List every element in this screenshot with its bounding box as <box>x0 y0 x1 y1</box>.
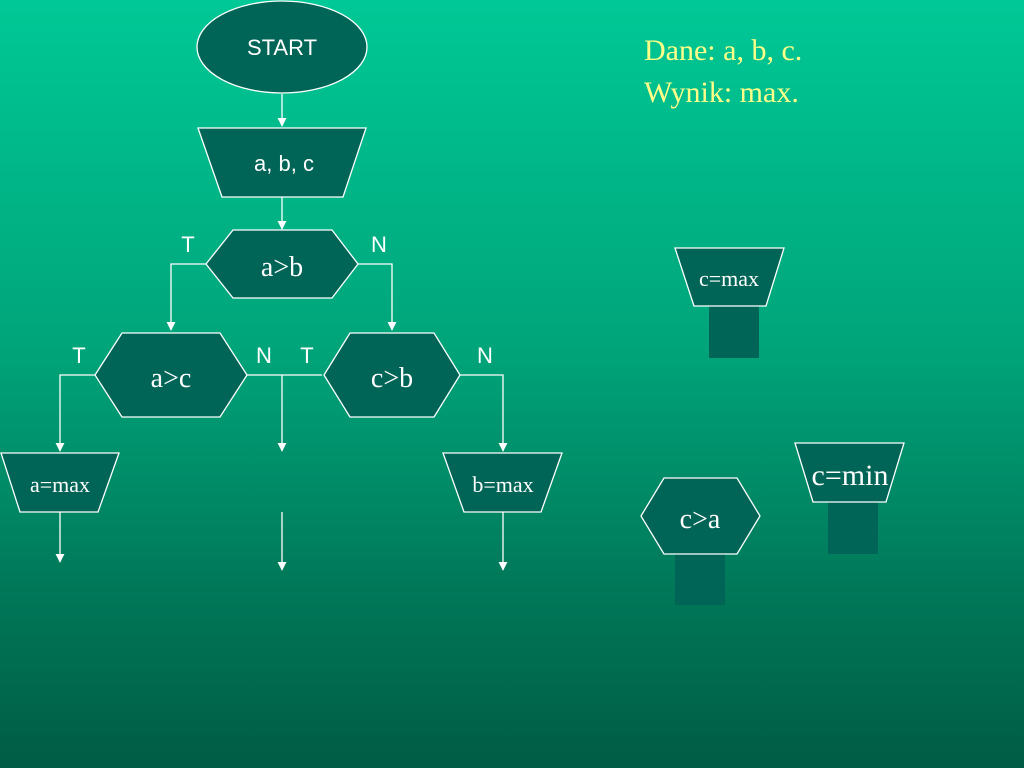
branch-label-n: N <box>477 343 493 368</box>
edge-ab-true <box>166 263 206 331</box>
output-b-max-shape <box>442 452 563 513</box>
decision-a-gt-c-shape <box>94 332 248 418</box>
palette-c-min[interactable]: c=min <box>794 442 905 554</box>
output-a-max-shape <box>0 452 120 513</box>
edge-cb-false <box>460 374 508 452</box>
start-oval <box>196 0 368 94</box>
given-text: Dane: a, b, c. <box>644 34 802 67</box>
branch-label-n: N <box>371 232 387 257</box>
edge-ab-false <box>358 263 397 331</box>
decision-a-gt-b-shape <box>205 229 359 299</box>
decision-c-gt-b: c>b T N <box>300 332 493 418</box>
decision-a-gt-c-label: a>c <box>151 363 192 394</box>
palette-c-min-shape <box>794 442 905 503</box>
input-trapezoid <box>197 127 367 198</box>
output-a-max-label: a=max <box>30 472 90 497</box>
input-label: a, b, c <box>254 151 314 176</box>
slide-notes: Dane: a, b, c. Wynik: max. <box>644 34 802 109</box>
palette-c-min-label: c=min <box>812 459 889 492</box>
connectors <box>55 94 508 571</box>
start-label: START <box>247 35 317 60</box>
palette-c-gt-a-label: c>a <box>680 504 721 535</box>
decision-c-gt-b-label: c>b <box>371 363 413 394</box>
palette-c-max[interactable]: c=max <box>674 247 785 358</box>
decision-a-gt-c: a>c T N <box>72 332 272 418</box>
palette-c-gt-a-shape <box>640 477 761 555</box>
decision-c-gt-b-shape <box>323 332 461 418</box>
decision-a-gt-b: a>b T N <box>181 229 387 299</box>
palette-c-max-base <box>709 305 759 358</box>
edge-ac-true <box>55 374 95 452</box>
branch-label-t: T <box>181 232 194 257</box>
branch-label-n: N <box>256 343 272 368</box>
output-b-max: b=max <box>442 452 563 513</box>
start-node: START <box>196 0 368 94</box>
result-text: Wynik: max. <box>644 76 799 109</box>
palette-c-gt-a[interactable]: c>a <box>640 477 761 605</box>
palette-c-min-base <box>828 502 878 554</box>
palette-c-max-label: c=max <box>699 266 759 291</box>
palette-c-max-shape <box>674 247 785 307</box>
branch-label-t: T <box>300 343 313 368</box>
output-b-max-label: b=max <box>472 472 533 497</box>
input-node: a, b, c <box>197 127 367 198</box>
palette-c-gt-a-base <box>675 553 725 605</box>
branch-label-t: T <box>72 343 85 368</box>
output-a-max: a=max <box>0 452 120 513</box>
decision-a-gt-b-label: a>b <box>261 252 303 283</box>
